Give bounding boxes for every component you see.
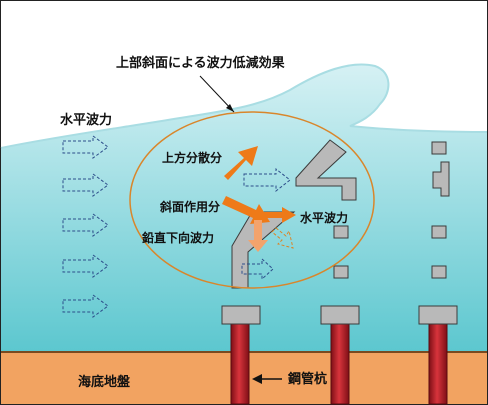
block-right-3: [431, 225, 447, 239]
steel-pipe-pile-1: [230, 321, 250, 405]
upward-dispersion-arrow: [224, 146, 258, 180]
slope-action-arrow: [222, 196, 270, 224]
horizontal-wave-force-left-label: 水平波力: [60, 112, 112, 128]
vertical-down-force-label: 鉛直下向波力: [141, 230, 214, 245]
dashed-arrow-6: [243, 167, 291, 193]
seabed-label: 海底地盤: [78, 374, 131, 390]
dashed-diagonal-arrow: [271, 227, 294, 249]
horizontal-force-arrow: [264, 207, 296, 223]
dashed-arrow-2: [62, 173, 109, 197]
slope-block-middle: [295, 139, 357, 201]
dashed-arrow-5: [62, 294, 109, 318]
dashed-arrow-4: [62, 254, 109, 278]
pile-cap-1: [221, 305, 261, 325]
block-right-4: [431, 265, 447, 279]
vertical-down-force-arrow: [248, 220, 268, 252]
dashed-arrow-7: [241, 257, 274, 281]
block-right-1: [431, 141, 447, 155]
block-middle-1: [333, 225, 349, 239]
block-right-2: [432, 161, 450, 197]
dashed-arrow-1: [62, 135, 109, 159]
dashed-arrow-3: [62, 213, 109, 237]
title-label: 上部斜面による波力低減効果: [116, 55, 285, 71]
horizontal-wave-force-right-label: 水平波力: [300, 210, 348, 225]
steel-pipe-pile-label: 鋼管杭: [287, 371, 327, 387]
wave-crest: [0, 63, 488, 149]
pile-pointer-head: [252, 374, 262, 384]
slope-action-label: 斜面作用分: [159, 199, 220, 214]
title-pointer-head: [226, 104, 234, 112]
pile-cap-3: [418, 305, 458, 325]
steel-pipe-pile-2: [330, 321, 350, 405]
highlight-ellipse: [129, 111, 375, 289]
steel-pipe-pile-3: [428, 321, 448, 405]
pile-cap-2: [320, 305, 360, 325]
block-middle-2: [333, 265, 349, 279]
upward-dispersion-label: 上方分散分: [162, 150, 222, 165]
